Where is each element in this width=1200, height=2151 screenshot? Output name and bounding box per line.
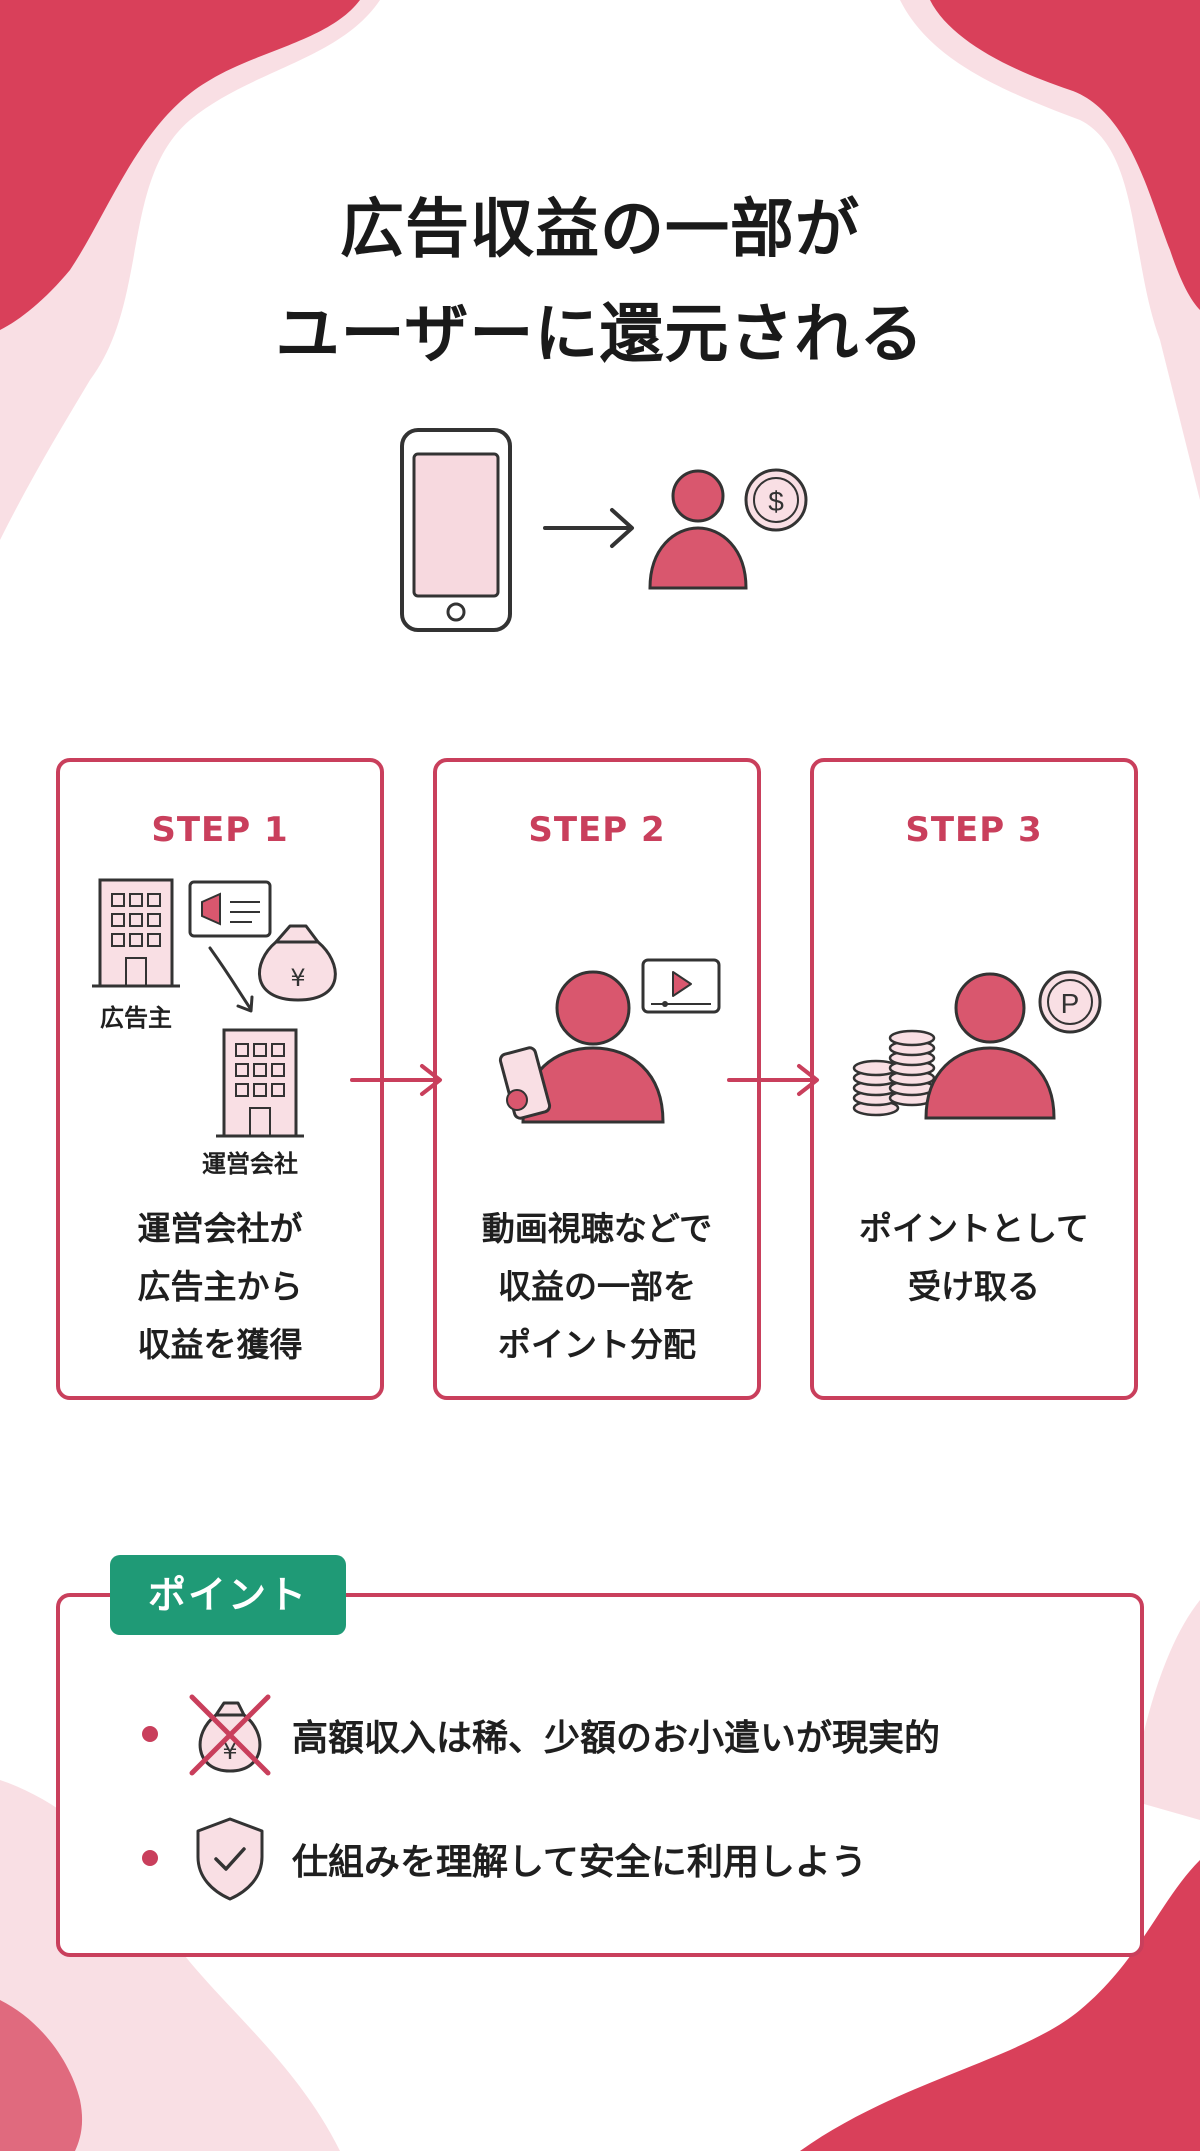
step2-text-line3: ポイント分配 bbox=[498, 1325, 696, 1364]
step2-description: 動画視聴などで 収益の一部を ポイント分配 bbox=[437, 1200, 757, 1374]
blob-top-left bbox=[0, 0, 360, 330]
arrow-right-icon bbox=[543, 508, 634, 548]
point-item-2: 仕組みを理解して安全に利用しよう bbox=[60, 1803, 1140, 1913]
building-icon bbox=[92, 878, 180, 988]
step1-description: 運営会社が 広告主から 収益を獲得 bbox=[60, 1200, 380, 1374]
blob-bottom-right bbox=[800, 1860, 1200, 2151]
user-icon bbox=[924, 972, 1056, 1120]
step3-card: STEP 3 P ポイントとして 受け取る bbox=[810, 758, 1138, 1400]
smartphone-icon bbox=[400, 428, 512, 632]
step1-text-line2: 広告主から bbox=[137, 1267, 303, 1306]
bullet-dot bbox=[142, 1850, 158, 1866]
point-text-2: 仕組みを理解して安全に利用しよう bbox=[292, 1842, 867, 1883]
step3-text-line2: 受け取る bbox=[908, 1267, 1040, 1306]
step2-text-line1: 動画視聴などで bbox=[481, 1209, 713, 1248]
page-title-line2: ユーザーに還元される bbox=[275, 298, 925, 372]
svg-text:¥: ¥ bbox=[222, 1737, 237, 1765]
step1-card: STEP 1 ¥ bbox=[56, 758, 384, 1400]
svg-text:¥: ¥ bbox=[290, 964, 305, 992]
step1-text-line3: 収益を獲得 bbox=[137, 1325, 303, 1364]
coin-stack-icon bbox=[852, 1029, 936, 1117]
user-with-phone-icon bbox=[498, 970, 665, 1124]
step2-text-line2: 収益の一部を bbox=[498, 1267, 696, 1306]
point-item-1: ¥ 高額収入は稀、少額のお小遣いが現実的 bbox=[60, 1679, 1140, 1789]
step3-text-line1: ポイントとして bbox=[858, 1209, 1089, 1248]
curved-arrow-icon bbox=[208, 946, 254, 1013]
page-title-line1: 広告収益の一部が bbox=[340, 193, 860, 267]
step3-illustration: P bbox=[852, 970, 1102, 1120]
arrow-right-icon bbox=[350, 1064, 442, 1096]
ad-board-icon bbox=[188, 880, 272, 938]
step2-illustration bbox=[498, 958, 721, 1124]
point-coin-icon: P bbox=[1038, 970, 1102, 1034]
points-badge: ポイント bbox=[110, 1555, 346, 1635]
video-player-icon bbox=[641, 958, 721, 1014]
hero-illustration: $ bbox=[400, 428, 808, 632]
step1-text-line1: 運営会社が bbox=[137, 1209, 303, 1248]
user-icon bbox=[648, 469, 748, 590]
yen-money-bag-icon: ¥ bbox=[258, 924, 337, 1002]
shield-check-icon bbox=[196, 1817, 264, 1901]
step2-label: STEP 2 bbox=[528, 810, 666, 850]
crossed-money-bag-icon: ¥ bbox=[189, 1694, 271, 1776]
step3-description: ポイントとして 受け取る bbox=[814, 1200, 1134, 1316]
blob-bottom-left bbox=[0, 2000, 83, 2151]
step2-card: STEP 2 動画視聴などで 収益の一部を ポイント分配 bbox=[433, 758, 761, 1400]
step1-label: STEP 1 bbox=[151, 810, 289, 850]
building-icon bbox=[216, 1028, 304, 1138]
step3-label: STEP 3 bbox=[905, 810, 1043, 850]
point-text-1: 高額収入は稀、少額のお小遣いが現実的 bbox=[292, 1718, 941, 1759]
arrow-right-icon bbox=[727, 1064, 819, 1096]
step1-illustration: ¥ bbox=[92, 878, 337, 1138]
svg-text:$: $ bbox=[768, 486, 784, 517]
dollar-coin-icon: $ bbox=[744, 468, 808, 532]
blob-mid-right-light bbox=[1130, 1600, 1200, 1820]
points-box: ¥ 高額収入は稀、少額のお小遣いが現実的 仕組みを理解して安全に利用しよう bbox=[56, 1593, 1144, 1957]
blob-top-right bbox=[930, 0, 1200, 310]
operator-label: 運営会社 bbox=[202, 1150, 298, 1178]
bullet-dot bbox=[142, 1726, 158, 1742]
advertiser-label: 広告主 bbox=[100, 1004, 172, 1032]
svg-text:P: P bbox=[1061, 988, 1080, 1019]
